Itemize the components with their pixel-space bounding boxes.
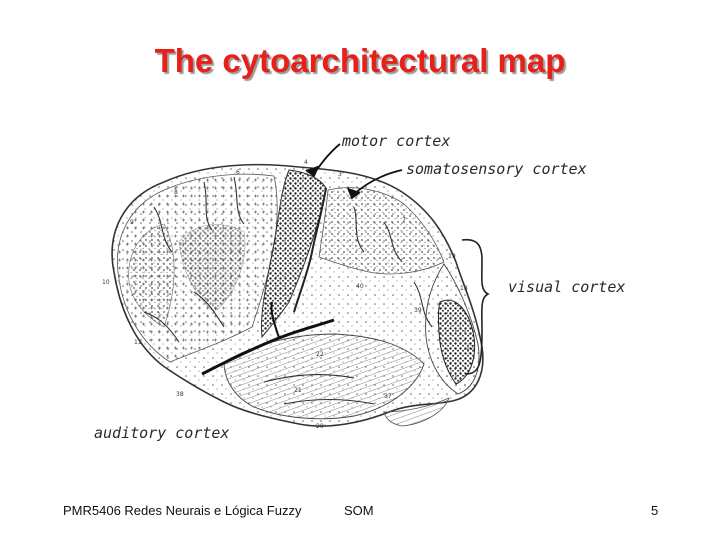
area-number: 22 (316, 351, 324, 358)
slide-title: The cytoarchitectural map (154, 42, 566, 79)
area-number: 11 (134, 339, 142, 346)
area-number: 40 (356, 283, 364, 290)
area-number: 20 (316, 423, 324, 430)
footer-course: PMR5406 Redes Neurais e Lógica Fuzzy (63, 503, 302, 518)
visual-cortex-area (437, 299, 476, 385)
area-number: 9 (130, 219, 134, 226)
label-visual-cortex: visual cortex (508, 278, 625, 296)
area-number: 3 (338, 171, 342, 178)
arrows (305, 143, 403, 200)
area-number: 6 (236, 169, 240, 176)
parietal-region (318, 187, 445, 275)
visual-bracket (461, 238, 490, 375)
area-number: 7 (402, 217, 406, 224)
brain-cytoarchitecture-figure: motor cortex somatosensory cortex visual… (84, 112, 636, 444)
area-number: 19 (448, 253, 456, 260)
central-sulcus (293, 187, 327, 313)
area-number: 21 (294, 387, 302, 394)
cerebellum-hint (383, 397, 450, 427)
area-number: 10 (102, 279, 110, 286)
lateral-fissure-branch (270, 301, 280, 339)
area-number: 4 (304, 159, 308, 166)
sulci-lines (143, 176, 433, 405)
footer-topic: SOM (344, 503, 374, 518)
area-number: 39 (414, 307, 422, 314)
temporal-region (223, 333, 425, 420)
frontal-dense-patch (178, 224, 246, 313)
area-number: 17 (466, 345, 474, 352)
lateral-fissure (201, 318, 335, 376)
area-number: 38 (176, 391, 184, 398)
brain-drawing: motor cortex somatosensory cortex visual… (94, 132, 625, 442)
area-number: 8 (174, 189, 178, 196)
label-somatosensory-cortex: somatosensory cortex (406, 160, 587, 178)
label-motor-cortex: motor cortex (341, 132, 450, 150)
area-number: 37 (384, 393, 392, 400)
footer-page-number: 5 (651, 503, 659, 518)
area-number: 18 (460, 285, 468, 292)
label-auditory-cortex: auditory cortex (94, 424, 229, 442)
